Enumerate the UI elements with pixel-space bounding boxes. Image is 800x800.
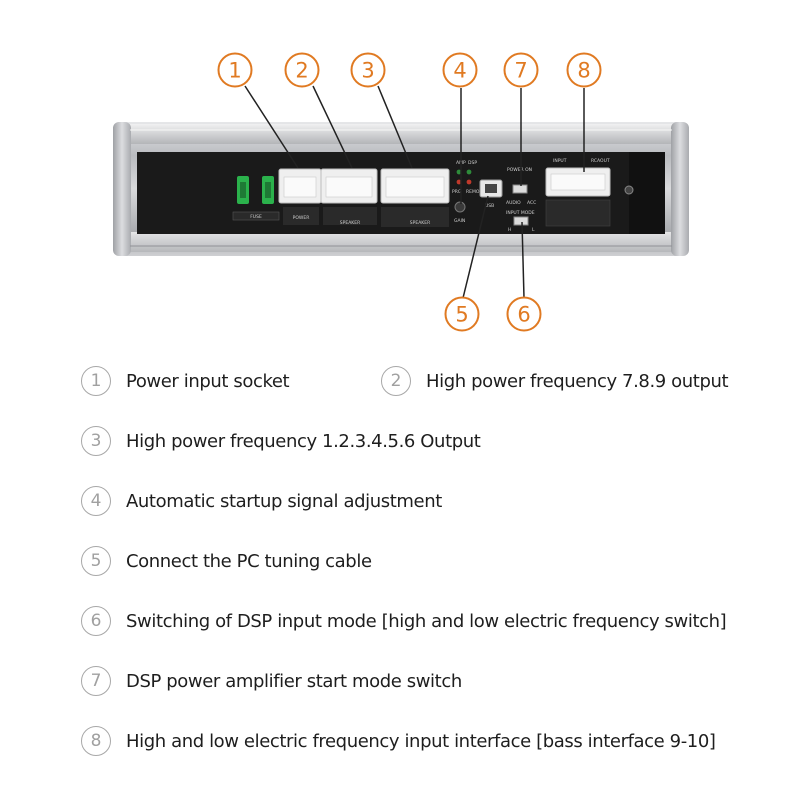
legend-number-5: 5 [81,546,111,576]
power-label: POWER [293,215,310,221]
legend-text-3: High power frequency 1.2.3.4.5.6 Output [126,430,481,452]
legend-number-3: 3 [81,426,111,456]
power-connector [278,168,322,204]
callout-2-number: 2 [295,59,308,83]
input-interface-connector: INPUT RCAOUT [545,158,611,227]
gain-knob [454,201,466,213]
legend-text-7: DSP power amplifier start mode switch [126,670,462,692]
callout-3-number: 3 [361,59,374,83]
audio-label: AUDIO [506,200,521,206]
device-diagram: FUSE POWER SPEAKER SPEAKER AMP DSP [113,52,689,332]
control-panel: FUSE POWER SPEAKER SPEAKER AMP DSP [137,152,665,234]
input-mode-switch: INPUT MODE H L [506,210,535,233]
usb-port: USB [479,179,503,209]
legend-item-2: 2 High power frequency 7.8.9 output [381,366,729,396]
legend-number-8: 8 [81,726,111,756]
legend-item-3: 3 High power frequency 1.2.3.4.5.6 Outpu… [81,426,481,456]
input-label: INPUT [553,158,567,164]
legend-item-6: 6 Switching of DSP input mode [high and … [81,606,727,636]
callout-5: 5 [444,296,480,332]
speaker-label-b: SPEAKER [410,220,430,226]
fuse-holders: FUSE [232,176,280,221]
legend-text-6: Switching of DSP input mode [high and lo… [126,610,727,632]
usb-label: USB [485,203,494,209]
callout-7: 7 [503,52,539,88]
remote-jack [624,185,634,195]
fuse-label: FUSE [250,214,262,220]
legend-number-2: 2 [381,366,411,396]
legend-text-2: High power frequency 7.8.9 output [426,370,729,392]
legend-text-1: Power input socket [126,370,290,392]
legend-number-6: 6 [81,606,111,636]
legend-item-7: 7 DSP power amplifier start mode switch [81,666,462,696]
l-label: L [532,227,535,233]
callout-5-number: 5 [455,303,468,327]
acc-label: ACC [527,200,536,206]
input-mode-label: INPUT MODE [506,210,535,216]
callout-8-number: 8 [577,59,590,83]
callout-6: 6 [506,296,542,332]
legend-text-4: Automatic startup signal adjustment [126,490,442,512]
callout-1-number: 1 [228,59,241,83]
callout-7-number: 7 [514,59,527,83]
callout-2: 2 [284,52,320,88]
legend-item-1: 1 Power input socket [81,366,290,396]
dsp-label: DSP [468,160,477,166]
rcaout-label: RCAOUT [591,158,610,164]
h-label: H [508,227,511,233]
callout-4: 4 [442,52,478,88]
remo-label: REMO [466,189,480,195]
legend-number-7: 7 [81,666,111,696]
callout-8: 8 [566,52,602,88]
leader-lines [244,85,585,299]
legend-number-1: 1 [81,366,111,396]
callout-3: 3 [350,52,386,88]
legend-item-4: 4 Automatic startup signal adjustment [81,486,442,516]
speaker-connector-7-8-9 [320,168,378,204]
callout-4-number: 4 [453,59,466,83]
prg-label: PRG [452,189,462,195]
power-on-switch: POWER ON AUDIO ACC [506,167,536,206]
callout-6-number: 6 [517,303,530,327]
power-on-label: POWER ON [507,167,532,173]
gain-label: GAIN [454,218,465,224]
legend-text-5: Connect the PC tuning cable [126,550,372,572]
callout-1: 1 [217,52,253,88]
speaker-connector-1-6 [380,168,450,204]
legend-number-4: 4 [81,486,111,516]
legend-item-8: 8 High and low electric frequency input … [81,726,716,756]
speaker-label-a: SPEAKER [340,220,360,226]
legend-item-5: 5 Connect the PC tuning cable [81,546,372,576]
legend-text-8: High and low electric frequency input in… [126,730,716,752]
